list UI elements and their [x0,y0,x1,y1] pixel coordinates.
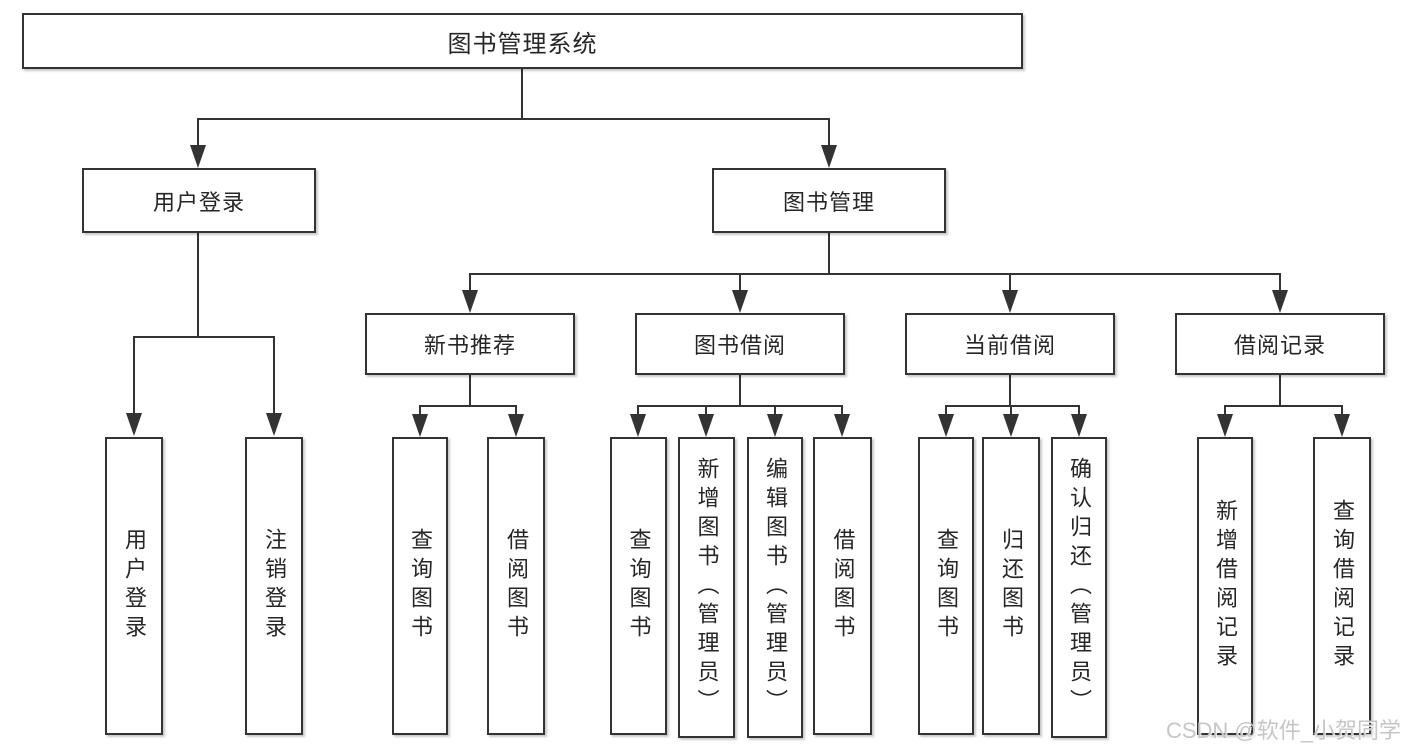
connector-drop [419,405,421,415]
arrow-down-leaf [834,414,850,437]
connector-drop-leaf-logout [273,336,275,414]
leaf-borrow-books: 借阅图书 [813,437,872,735]
leaf-return-books: 归还图书 [982,437,1040,735]
leaf-user-login: 用户登录 [105,437,163,735]
arrow-down-leaf [1071,414,1087,437]
leaf-edit-books-admin: 编辑图书（管理员） [747,437,803,738]
connector-drop [945,405,947,415]
connector-root-rail [198,118,830,120]
leaf-label: 查询图书 [626,528,652,644]
connector-book-borrow-stem [739,375,741,407]
arrow-down-user-login [190,145,206,168]
node-label: 借阅记录 [1233,333,1326,358]
leaf-confirm-return-admin: 确认归还（管理员） [1051,437,1107,738]
connector-new-book-recommend-rail [419,405,517,407]
leaf-label: 新增借阅记录 [1213,499,1238,673]
arrow-down-new-book-recommend [462,290,478,313]
connector-new-book-recommend-stem [469,375,471,407]
arrow-down-leaf [508,414,524,437]
leaf-add-books-admin: 新增图书（管理员） [678,437,735,738]
connector-user-login-rail [133,336,275,338]
connector-drop [515,405,517,415]
leaf-add-borrow-record: 新增借阅记录 [1197,437,1253,735]
connector-user-login-stem [197,233,199,338]
arrow-down-leaf-logout [266,413,282,436]
leaf-label: 新增图书（管理员） [694,457,720,718]
connector-current-borrow-rail [945,405,1079,407]
arrow-down-current-borrow [1002,290,1018,313]
connector-drop-user-login [197,118,199,146]
arrow-down-leaf [1334,414,1350,437]
leaf-label: 编辑图书（管理员） [763,457,788,718]
leaf-query-borrow-record: 查询借阅记录 [1313,437,1371,735]
connector-drop-new-book-recommend [469,273,471,291]
arrow-down-borrow-records [1272,290,1288,313]
node-user-login: 用户登录 [82,168,316,233]
leaf-label: 借阅图书 [830,528,856,644]
leaf-label: 查询图书 [408,528,433,644]
node-label: 图书管理系统 [447,30,598,58]
node-library-management-system: 图书管理系统 [22,13,1023,69]
leaf-label: 确认归还（管理员） [1067,457,1092,718]
connector-drop [1341,405,1343,415]
arrow-down-leaf-user-login [126,413,142,436]
arrow-down-leaf [767,414,783,437]
node-label: 用户登录 [152,189,245,215]
connector-drop-leaf-user-login [133,336,135,414]
leaf-borrow-books-recommend: 借阅图书 [487,437,545,735]
node-current-borrow: 当前借阅 [905,313,1115,375]
arrow-down-leaf [1003,414,1019,437]
csdn-watermark: CSDN @软件_小贺同学 [1165,718,1401,743]
leaf-logout: 注销登录 [245,437,303,735]
leaf-label: 查询借阅记录 [1330,499,1355,673]
leaf-query-books-recommend: 查询图书 [392,437,448,735]
leaf-label: 归还图书 [999,528,1024,644]
connector-drop [705,405,707,415]
node-new-book-recommend: 新书推荐 [365,313,575,375]
connector-borrow-records-rail [1224,405,1342,407]
arrow-down-leaf [412,414,428,437]
node-borrow-records: 借阅记录 [1175,313,1385,375]
connector-drop-book-management [828,118,830,146]
connector-root-stem [521,69,523,120]
arrow-down-leaf [698,414,714,437]
leaf-label: 注销登录 [262,528,287,644]
connector-drop-book-borrow [739,273,741,291]
connector-drop-borrow-records [1279,273,1281,291]
connector-drop [1010,405,1012,415]
connector-drop [1224,405,1226,415]
arrow-down-leaf [1217,414,1233,437]
connector-current-borrow-stem [1009,375,1011,407]
node-label: 图书借阅 [693,333,786,358]
node-label: 当前借阅 [963,333,1056,358]
node-book-borrow: 图书借阅 [635,313,845,375]
node-book-management: 图书管理 [712,168,946,233]
arrow-down-leaf [630,414,646,437]
leaf-query-books-borrow: 查询图书 [610,437,667,735]
arrow-down-leaf [938,414,954,437]
connector-drop [841,405,843,415]
connector-book-management-stem [828,233,830,275]
arrow-down-book-borrow [732,290,748,313]
connector-drop-current-borrow [1009,273,1011,291]
node-label: 图书管理 [782,189,875,215]
leaf-label: 用户登录 [122,528,147,644]
arrow-down-book-management [821,145,837,168]
connector-drop [774,405,776,415]
leaf-label: 借阅图书 [504,528,529,644]
connector-borrow-records-stem [1279,375,1281,407]
connector-book-borrow-rail [637,405,843,407]
leaf-query-books-current: 查询图书 [918,437,974,735]
connector-book-management-rail [469,273,1281,275]
connector-drop [637,405,639,415]
connector-drop [1078,405,1080,415]
leaf-label: 查询图书 [934,528,959,644]
node-label: 新书推荐 [423,333,516,358]
